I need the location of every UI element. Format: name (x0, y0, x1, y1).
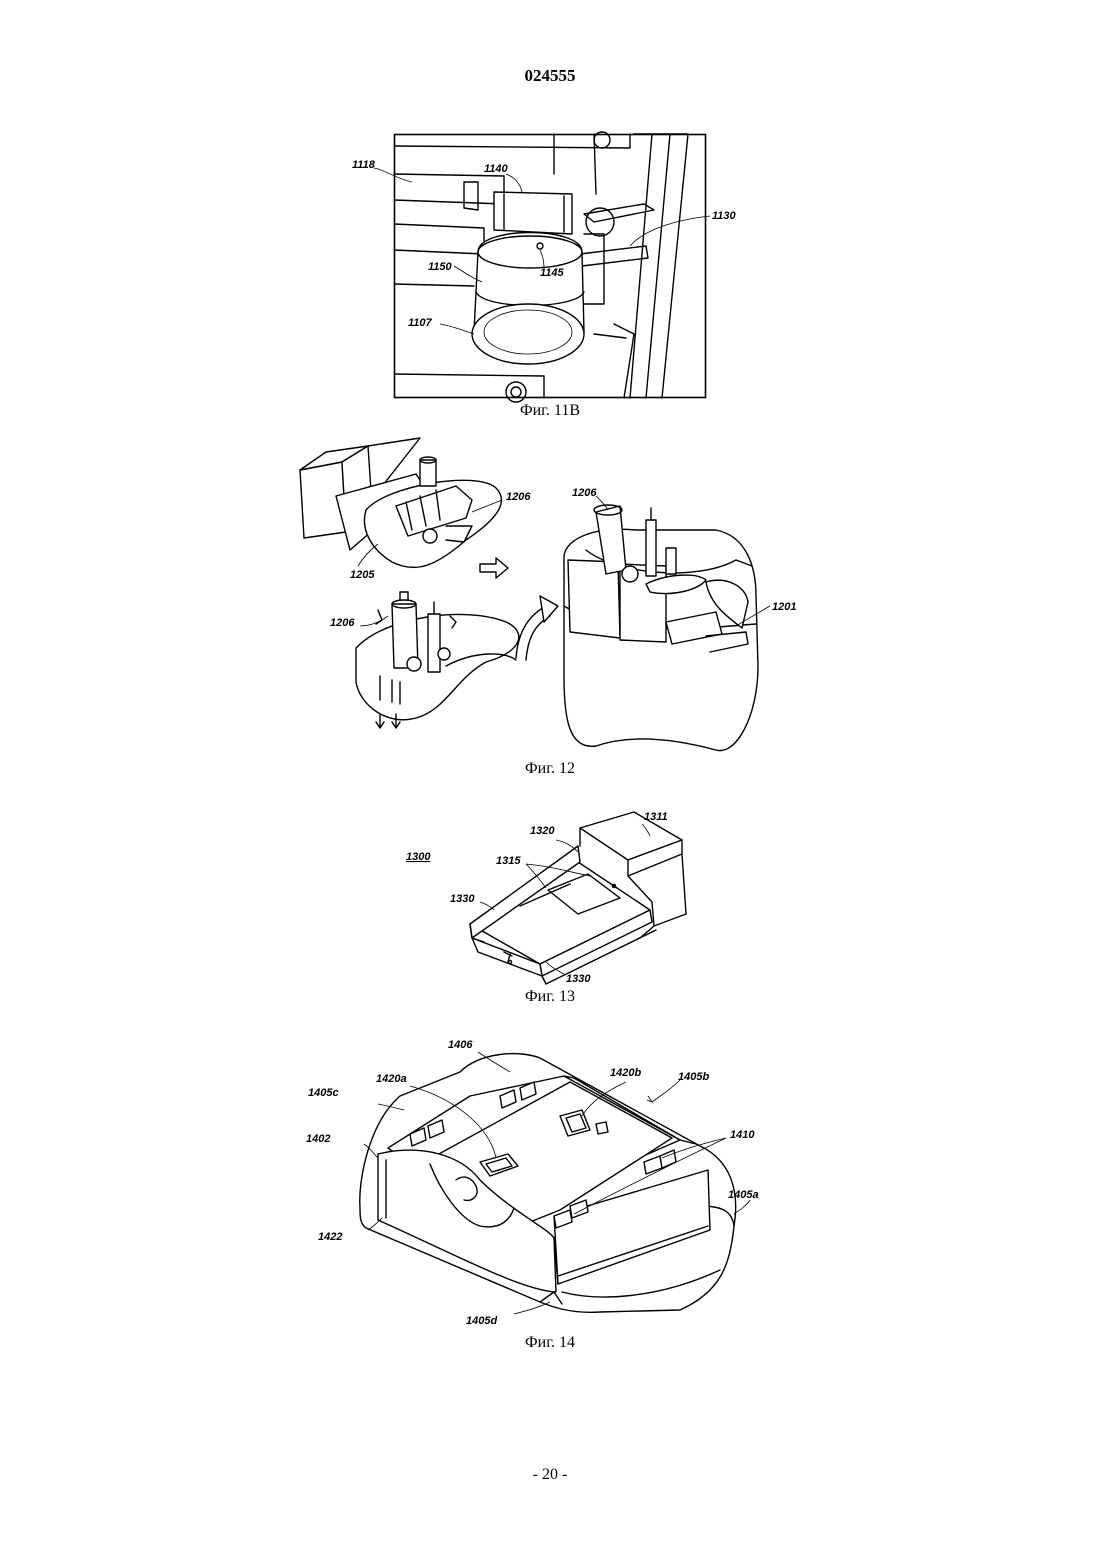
label-1422: 1422 (318, 1231, 342, 1243)
label-1311: 1311 (644, 811, 668, 823)
label-1405c: 1405c (308, 1087, 339, 1099)
figure-13-caption: Фиг. 13 (0, 988, 1100, 1006)
label-1406: 1406 (448, 1039, 473, 1051)
label-1405a: 1405a (728, 1189, 759, 1201)
label-1320: 1320 (530, 825, 555, 837)
figure-14-caption: Фиг. 14 (0, 1334, 1100, 1352)
label-1330-bottom: 1330 (566, 973, 591, 985)
label-1145: 1145 (540, 267, 565, 279)
page-number: - 20 - (0, 1466, 1100, 1484)
label-1420b: 1420b (610, 1067, 641, 1079)
label-1206-top: 1206 (506, 491, 531, 503)
label-1205: 1205 (350, 569, 375, 581)
label-1206-bottom: 1206 (330, 617, 355, 629)
label-1405b: 1405b (678, 1071, 709, 1083)
label-1118: 1118 (352, 159, 376, 171)
label-1330-left: 1330 (450, 893, 475, 905)
figure-12-drawing: 1206 1205 1206 1206 1201 (296, 446, 806, 756)
label-1420a: 1420a (376, 1073, 407, 1085)
label-1107: 1107 (408, 317, 433, 329)
label-1140: 1140 (484, 163, 509, 175)
document-number: 024555 (0, 66, 1100, 86)
figure-11b-caption: Фиг. 11В (0, 402, 1100, 420)
label-1300: 1300 (406, 851, 431, 863)
figure-12-caption: Фиг. 12 (0, 760, 1100, 778)
label-1315: 1315 (496, 855, 521, 867)
figure-11b-drawing: 1118 1140 1130 1150 1145 1107 (394, 134, 706, 398)
label-1201: 1201 (772, 601, 796, 613)
label-1150: 1150 (428, 261, 453, 273)
label-1206-right: 1206 (572, 487, 597, 499)
label-1130: 1130 (712, 210, 737, 222)
label-1405d: 1405d (466, 1315, 497, 1327)
figure-14-drawing: 1406 1420a 1420b 1405b 1405c 1410 1402 1… (300, 1030, 800, 1330)
figure-13-drawing: 1320 1311 1300 1315 1330 1330 (400, 806, 720, 990)
label-1410: 1410 (730, 1129, 755, 1141)
label-1402: 1402 (306, 1133, 330, 1145)
